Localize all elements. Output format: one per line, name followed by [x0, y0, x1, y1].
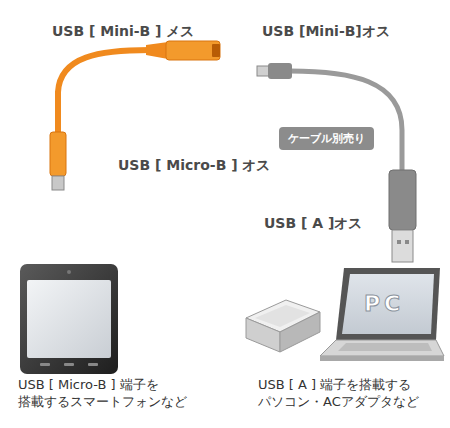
phone-camera: [67, 270, 71, 274]
micro-b-plug: [52, 176, 64, 190]
usb-cable: [290, 71, 402, 172]
socket-opening: [212, 44, 220, 57]
adapter-panel: [255, 305, 310, 327]
mini-b-female-connector: [166, 41, 220, 60]
phone-body: [20, 264, 118, 374]
laptop-keyboard: [338, 343, 432, 351]
strain-relief: [146, 42, 168, 59]
note-box: ケーブル別売り: [279, 127, 374, 150]
connector-label: USB [ A ]オス: [264, 214, 362, 232]
laptop-screen: [342, 274, 434, 334]
adapter-cable: [58, 50, 150, 136]
screen-text: PC: [364, 290, 404, 319]
smartphone: [20, 264, 118, 374]
a-plug-metal: [392, 230, 413, 262]
phone-screen: [27, 280, 111, 358]
connector-label: USB [Mini-B]オス: [262, 22, 390, 40]
a-plug-overmold: [389, 170, 416, 230]
phone-button: [64, 363, 74, 366]
laptop-pc: [320, 268, 444, 361]
connector-label: USB [ Micro-B ] オス: [118, 156, 235, 174]
note-text: ケーブル別売り: [279, 127, 374, 150]
laptop-edge: [320, 356, 444, 361]
laptop-lid: [336, 268, 440, 340]
connector-label: USB [ Mini-B ] メス: [52, 22, 194, 40]
micro-b-overmold: [50, 132, 66, 176]
device-caption: USB [ Micro-B ] 端子を 搭載するスマートフォンなど: [18, 377, 223, 411]
a-plug-hole: [405, 240, 409, 244]
a-plug-hole: [397, 240, 401, 244]
device-caption: USB [ A ] 端子を搭載する パソコン・ACアダプタなど: [258, 377, 443, 411]
ac-adapter: [246, 300, 320, 352]
gray-cable: [257, 63, 416, 262]
phone-button: [40, 363, 50, 366]
laptop-base: [320, 340, 444, 356]
mini-b-overmold: [268, 63, 292, 79]
phone-button: [88, 363, 98, 366]
